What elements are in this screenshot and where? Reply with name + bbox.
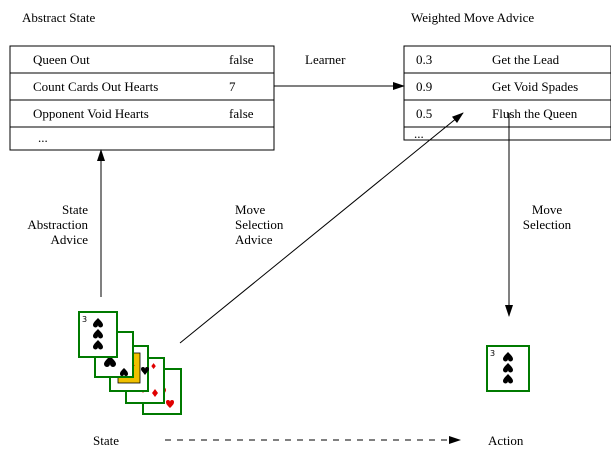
- svg-text:3: 3: [82, 315, 87, 324]
- advice-row-weight: 0.9: [416, 79, 433, 94]
- abstract-state-title: Abstract State: [22, 10, 96, 25]
- abstract-state-row-label: Count Cards Out Hearts: [33, 79, 159, 94]
- svg-text:♦: ♦: [150, 362, 157, 371]
- abstract-state-row-value: false: [229, 52, 254, 67]
- abstract-state-row-label: Opponent Void Hearts: [33, 106, 149, 121]
- state-card-fan: ♦ 3: [78, 311, 182, 415]
- weighted-move-advice-table: [403, 45, 611, 141]
- state-abstraction-advice-label: State Abstraction Advice: [6, 202, 88, 247]
- svg-text:3: 3: [490, 349, 495, 358]
- advice-row-label: Get the Lead: [492, 52, 560, 67]
- label-line: State: [62, 202, 88, 217]
- move-selection-advice-arrow: [179, 112, 464, 344]
- label-line: Move: [531, 202, 563, 217]
- label-line: Move: [235, 202, 266, 217]
- abstract-state-row-value: 7: [229, 79, 236, 94]
- weighted-move-advice-title: Weighted Move Advice: [411, 10, 535, 25]
- state-label: State: [93, 433, 119, 448]
- abstract-state-row-value: false: [229, 106, 254, 121]
- label-line: Selection: [522, 217, 572, 232]
- move-selection-advice-label: Move Selection Advice: [235, 202, 283, 247]
- action-label: Action: [488, 433, 524, 448]
- advice-row-weight: 0.5: [416, 106, 433, 121]
- three-of-spades-card: 3: [78, 311, 118, 358]
- abstract-state-row-label: Queen Out: [33, 52, 90, 67]
- label-line: Advice: [50, 232, 88, 247]
- advice-row-weight: ...: [414, 126, 424, 141]
- label-line: Abstraction: [27, 217, 88, 232]
- advice-row-weight: 0.3: [416, 52, 433, 67]
- move-selection-label: Move Selection: [522, 202, 572, 232]
- advice-row-label: Flush the Queen: [492, 106, 578, 121]
- abstract-state-row-label: ...: [38, 130, 48, 145]
- learner-label: Learner: [305, 52, 346, 67]
- label-line: Selection: [235, 217, 284, 232]
- advice-row-label: Get Void Spades: [492, 79, 579, 94]
- action-card: 3: [486, 345, 530, 392]
- label-line: Advice: [235, 232, 273, 247]
- abstract-state-table: [9, 45, 275, 151]
